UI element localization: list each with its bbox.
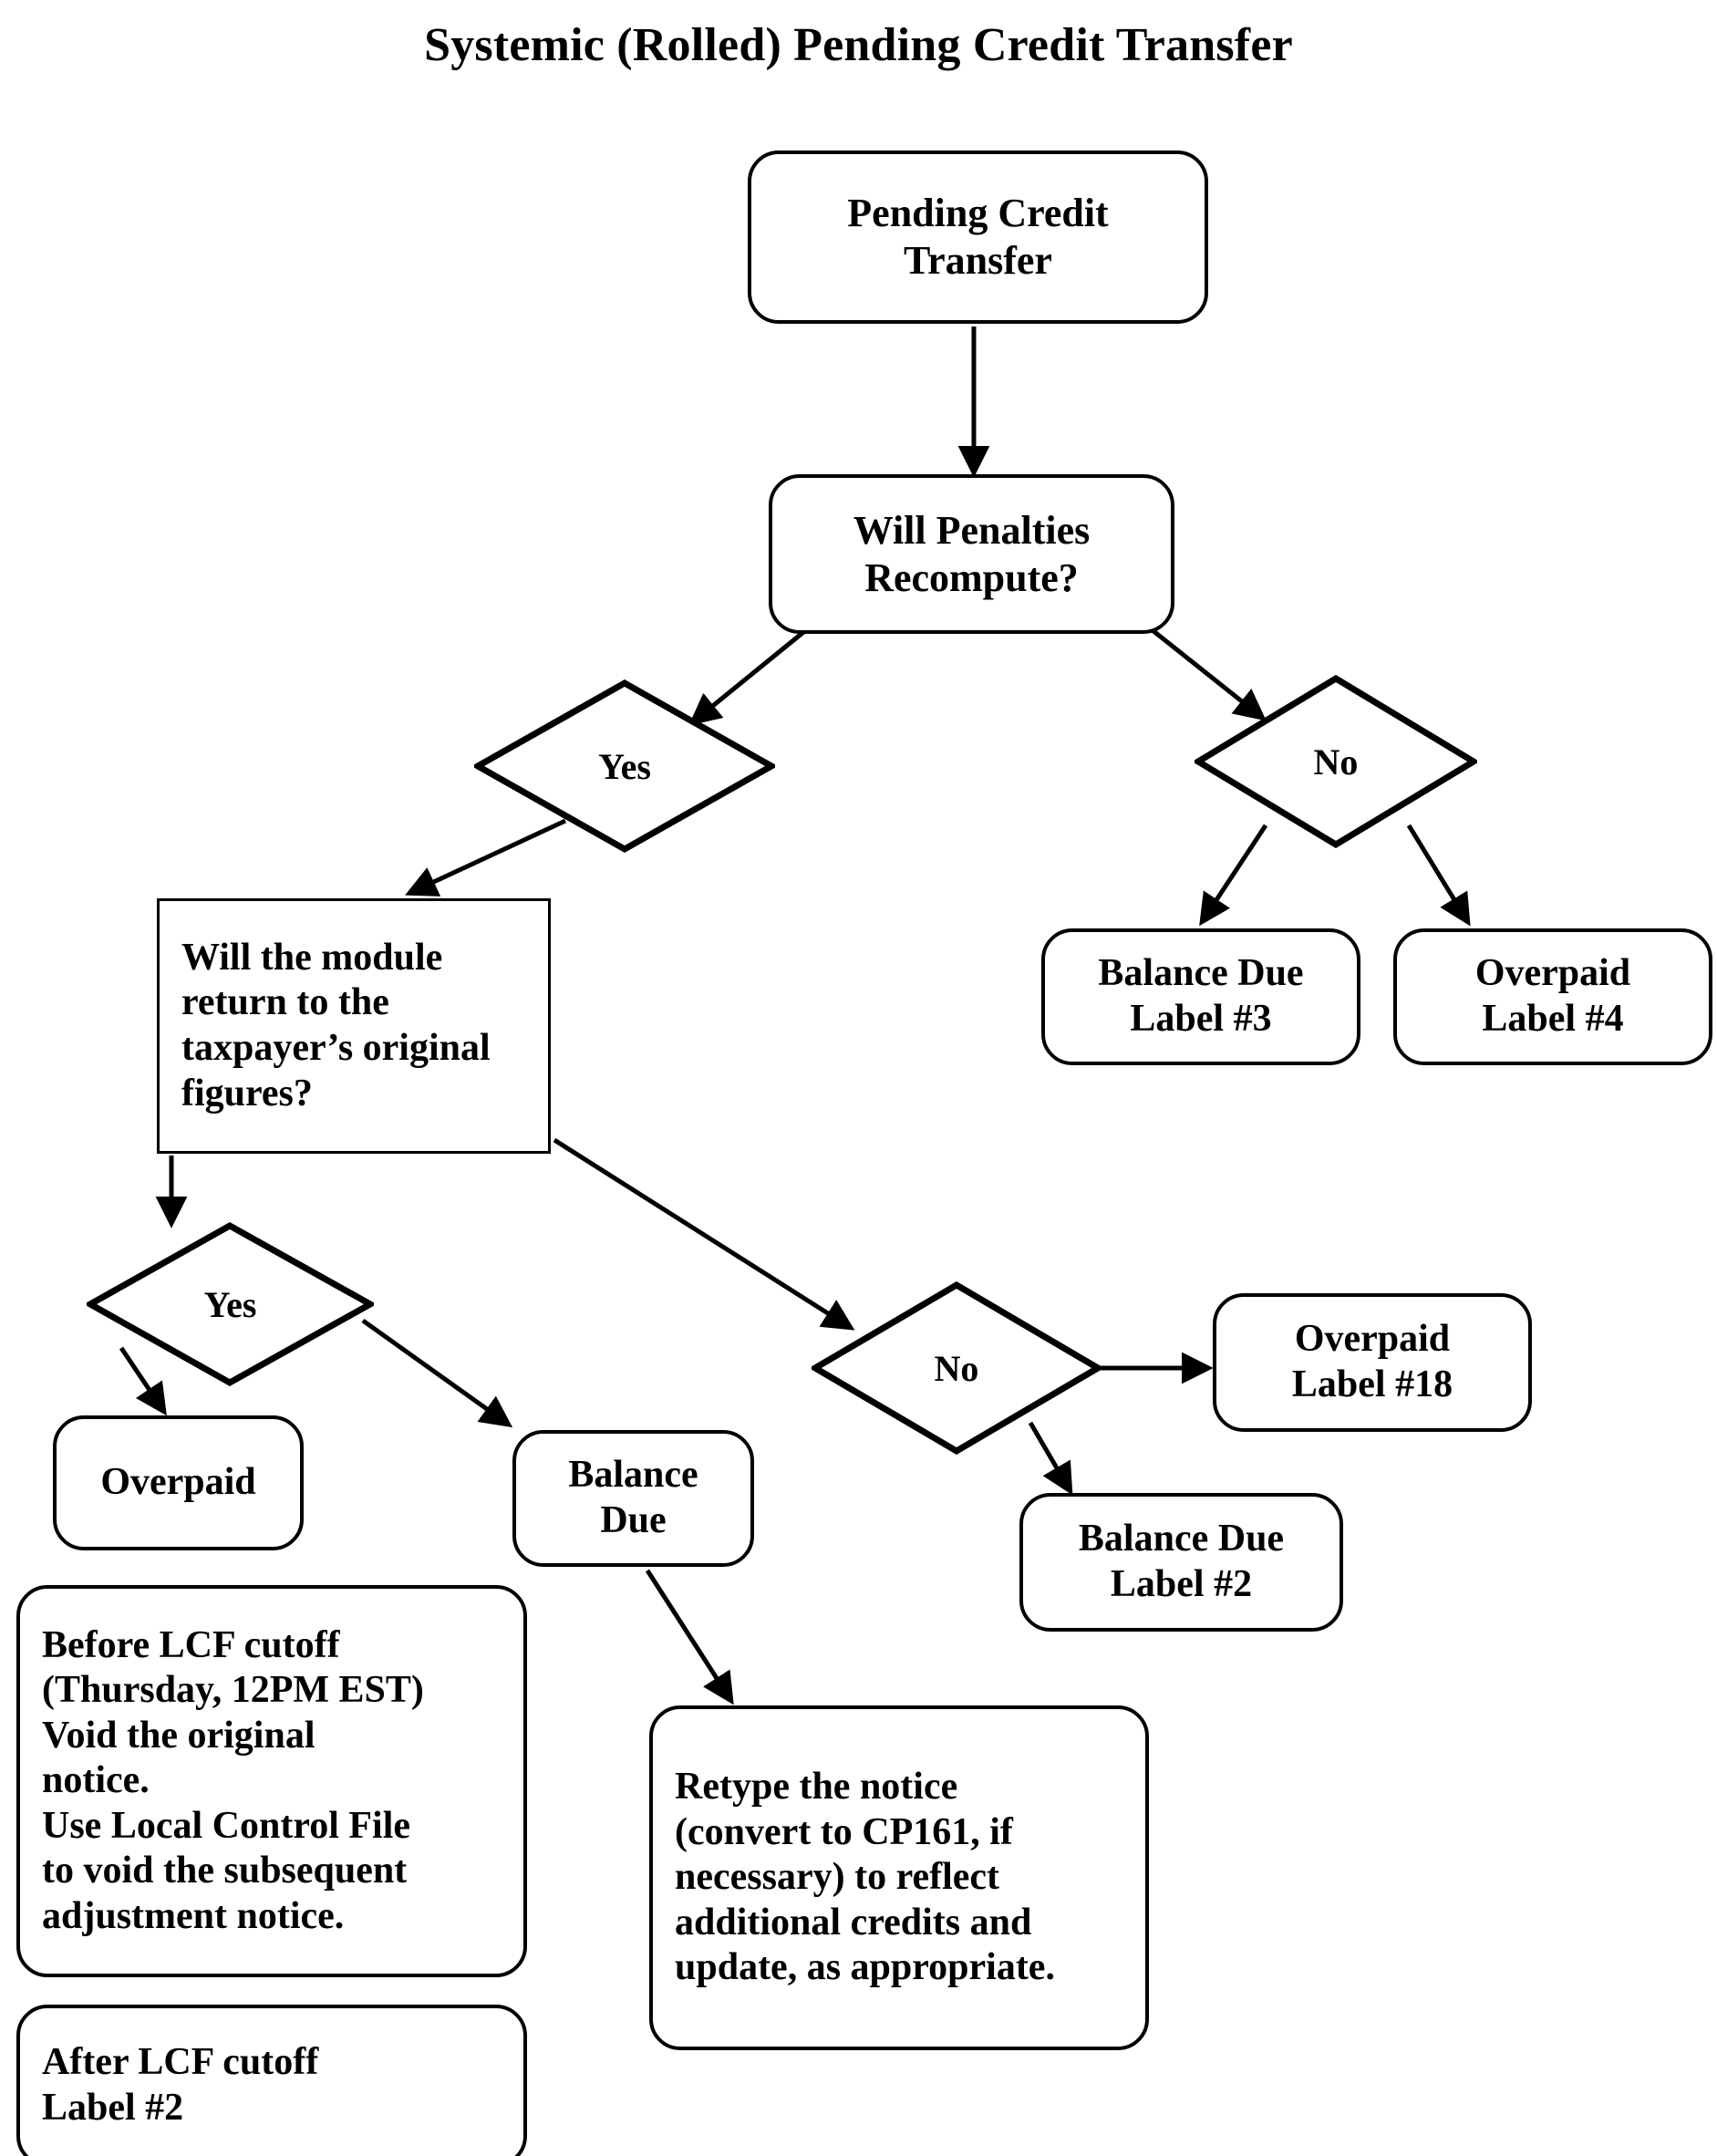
edge-balance-due-to-retype <box>645 1569 734 1705</box>
node-label: Pending Credit Transfer <box>847 191 1109 283</box>
diamond-shape <box>812 1281 1102 1455</box>
node-label: Will the module return to the taxpayer’s… <box>181 936 491 1114</box>
node-decision-yes-penalties[interactable]: Yes <box>474 679 775 853</box>
node-will-penalties-recompute[interactable]: Will Penalties Recompute? <box>769 474 1174 634</box>
node-label: Before LCF cutoff (Thursday, 12PM EST) V… <box>42 1623 424 1937</box>
node-after-lcf-cutoff[interactable]: After LCF cutoff Label #2 <box>16 2005 527 2156</box>
node-label: Balance Due Label #2 <box>1078 1518 1285 1605</box>
node-overpaid[interactable]: Overpaid <box>53 1415 304 1550</box>
node-pending-credit-transfer[interactable]: Pending Credit Transfer <box>748 150 1208 324</box>
edge-module-question-to-no2 <box>553 1137 855 1331</box>
node-label: Retype the notice (convert to CP161, if … <box>675 1766 1055 1989</box>
node-label: Balance Due Label #3 <box>1098 952 1304 1040</box>
node-decision-no-penalties[interactable]: No <box>1195 675 1477 848</box>
node-label: Yes <box>598 745 651 787</box>
node-decision-yes-module[interactable]: Yes <box>87 1222 374 1386</box>
node-label: Yes <box>203 1283 257 1325</box>
node-balance-due-label-2[interactable]: Balance Due Label #2 <box>1019 1493 1343 1632</box>
edge-yes2-to-balance-due <box>361 1318 513 1428</box>
node-label: Will Penalties Recompute? <box>853 507 1091 600</box>
diamond-shape <box>1195 675 1477 848</box>
node-label: Overpaid Label #18 <box>1291 1318 1453 1405</box>
node-balance-due[interactable]: Balance Due <box>512 1430 754 1567</box>
node-label: No <box>1313 741 1359 783</box>
node-module-return-question[interactable]: Will the module return to the taxpayer’s… <box>157 898 551 1154</box>
diamond-shape <box>87 1222 374 1386</box>
node-retype-notice[interactable]: Retype the notice (convert to CP161, if … <box>649 1705 1149 2050</box>
node-label: No <box>934 1347 979 1389</box>
node-overpaid-label-4[interactable]: Overpaid Label #4 <box>1393 928 1712 1065</box>
node-label: Balance Due <box>568 1454 698 1541</box>
node-label: Overpaid <box>100 1461 256 1504</box>
node-before-lcf-cutoff[interactable]: Before LCF cutoff (Thursday, 12PM EST) V… <box>16 1585 527 1977</box>
node-label: Overpaid Label #4 <box>1474 952 1631 1040</box>
node-balance-due-label-3[interactable]: Balance Due Label #3 <box>1041 928 1360 1065</box>
page-title: Systemic (Rolled) Pending Credit Transfe… <box>424 19 1293 71</box>
node-overpaid-label-18[interactable]: Overpaid Label #18 <box>1213 1293 1532 1432</box>
node-decision-no-module[interactable]: No <box>812 1281 1102 1455</box>
node-label: After LCF cutoff Label #2 <box>42 2041 319 2129</box>
